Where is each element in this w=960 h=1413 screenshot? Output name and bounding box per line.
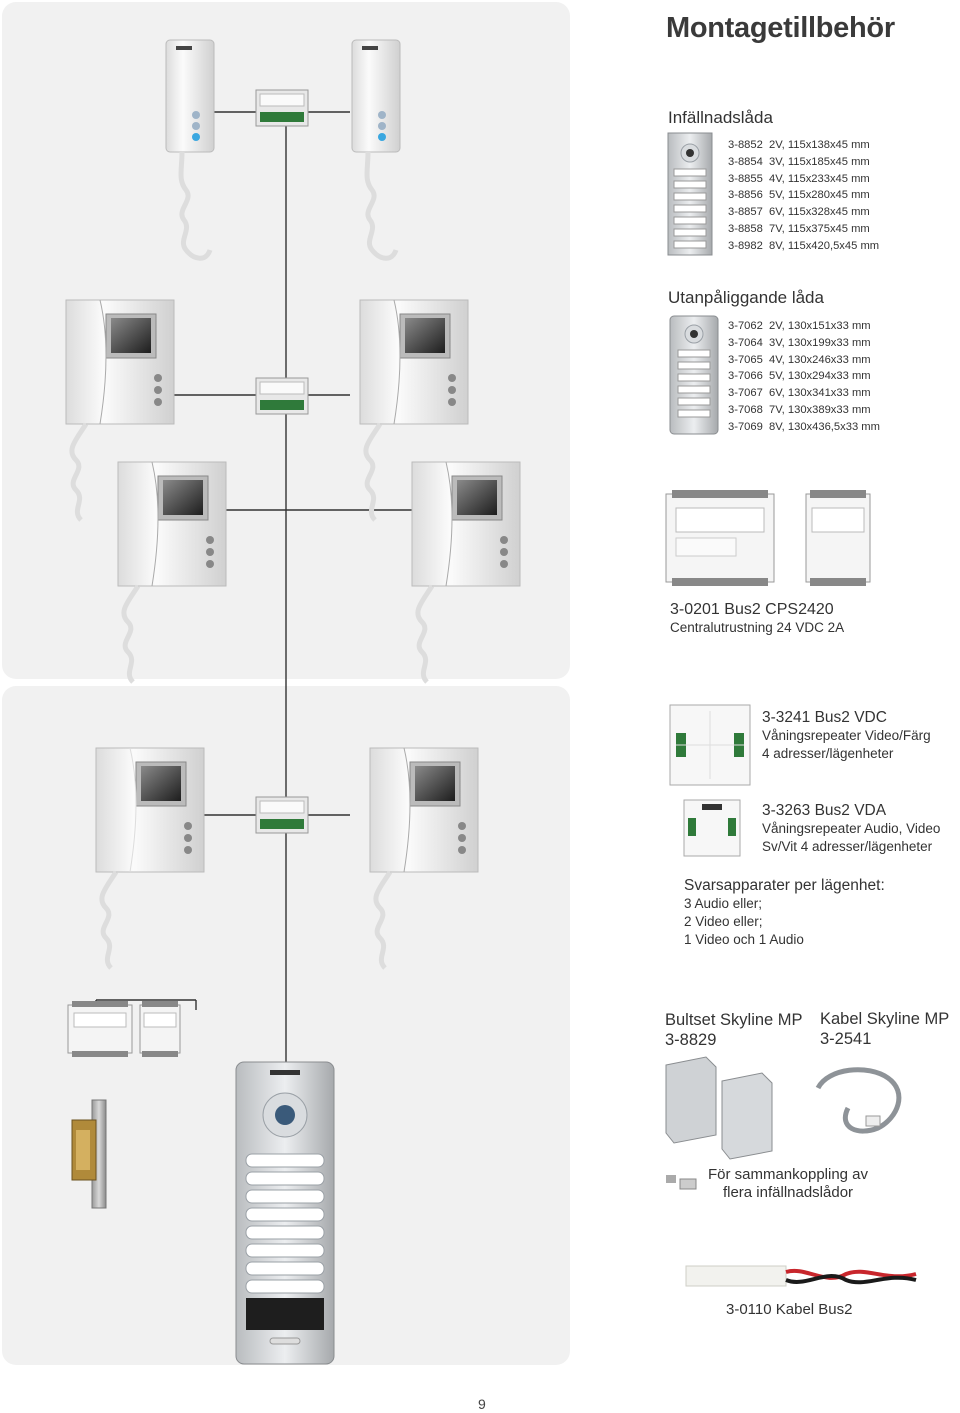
flush-box-panel	[667, 132, 713, 256]
answering-units: Svarsapparater per lägenhet: 3 Audio ell…	[684, 877, 885, 949]
bus-cable-label: 3-0110 Kabel Bus2	[726, 1301, 853, 1318]
answering-units-line: 3 Audio eller;	[684, 896, 763, 911]
cable-skyline-label: Kabel Skyline MP 3-2541	[820, 1009, 949, 1049]
repeater-video-device	[669, 704, 751, 786]
repeater-audio-line1: Våningsrepeater Audio, Video	[762, 821, 941, 836]
repeater-audio-title: 3-3263 Bus2 VDA	[762, 802, 887, 819]
page-number: 9	[478, 1396, 486, 1412]
repeater-video-line2: 4 adresser/lägenheter	[762, 746, 894, 761]
repeater-video-title: 3-3241 Bus2 VDC	[762, 709, 887, 726]
surface-box-panel	[669, 315, 719, 435]
central-unit-title: 3-0201 Bus2 CPS2420	[670, 601, 834, 618]
repeater-video-text: 3-3241 Bus2 VDC Våningsrepeater Video/Fä…	[762, 709, 931, 763]
central-unit-device-2	[805, 490, 871, 586]
repeater-audio-line2: Sv/Vit 4 adresser/lägenheter	[762, 839, 933, 854]
page-title: Montagetillbehör	[666, 12, 895, 44]
repeater-audio-text: 3-3263 Bus2 VDA Våningsrepeater Audio, V…	[762, 802, 940, 856]
diagram-panel	[2, 2, 570, 679]
bolt-set-title: Bultset Skyline MP	[665, 1011, 803, 1029]
cable-skyline-title: Kabel Skyline MP	[820, 1010, 950, 1028]
central-unit-subtitle: Centralutrustning 24 VDC 2A	[670, 620, 845, 635]
connect-note: För sammankoppling av flera infällnadslå…	[688, 1166, 888, 1202]
answering-units-heading: Svarsapparater per lägenhet:	[684, 877, 885, 894]
central-unit-device-1	[665, 490, 775, 586]
answering-units-line: 1 Video och 1 Audio	[684, 932, 804, 947]
bus2-cable-image	[685, 1265, 917, 1287]
flush-box-heading: Infällnadslåda	[668, 108, 773, 127]
bolt-set-code: 3-8829	[665, 1031, 717, 1049]
cable-skyline-code: 3-2541	[820, 1030, 872, 1048]
connect-note-line2: flera infällnadslådor	[722, 1184, 854, 1201]
surface-box-heading: Utanpåliggande låda	[668, 288, 824, 307]
bolt-set-label: Bultset Skyline MP 3-8829	[665, 1010, 803, 1050]
connect-note-line1: För sammankoppling av	[707, 1166, 869, 1183]
diagram-panel-lower	[2, 686, 570, 1365]
repeater-video-line1: Våningsrepeater Video/Färg	[762, 728, 931, 743]
answering-units-line: 2 Video eller;	[684, 914, 763, 929]
repeater-audio-device	[683, 799, 741, 857]
skyline-cable-image	[815, 1067, 902, 1134]
